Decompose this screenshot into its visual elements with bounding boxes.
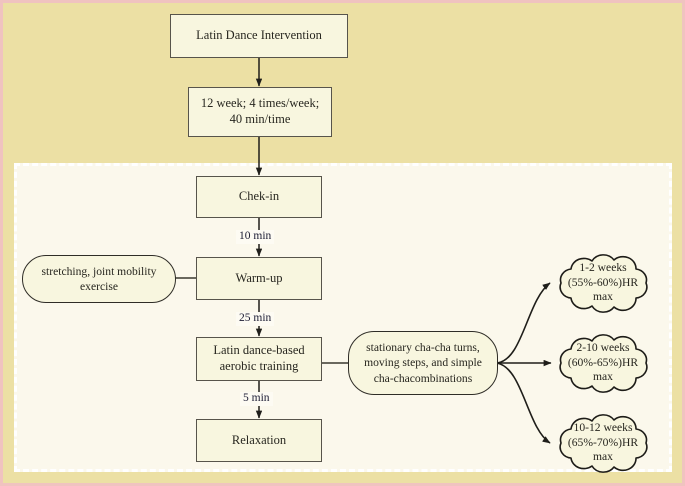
node-warm-up[interactable]: Warm-up: [196, 257, 322, 300]
node-label-line1: stretching, joint mobility: [41, 264, 157, 278]
edge-content-to-cloud-1: [496, 282, 551, 364]
node-latin-dance-intervention[interactable]: Latin Dance Intervention: [170, 14, 348, 58]
node-label-line2: exercise: [80, 280, 118, 293]
node-label-line2: moving steps, and simple: [364, 356, 482, 370]
cloud-intensity-week-1-2[interactable]: 1-2 weeks (55%-60%)HR max: [551, 251, 655, 315]
node-label-line1: 12 week; 4 times/week;: [200, 96, 320, 111]
node-label: Chek-in: [238, 189, 280, 204]
cloud-shape: [559, 334, 648, 393]
node-label-line2: aerobic training: [219, 359, 299, 373]
node-label-line1: stationary cha-cha turns,: [366, 341, 480, 355]
node-label: Warm-up: [235, 270, 283, 285]
node-label: Relaxation: [231, 432, 287, 447]
node-check-in[interactable]: Chek-in: [196, 176, 322, 218]
node-stretching-joint-mobility[interactable]: stretching, joint mobility exercise: [22, 255, 176, 303]
node-session-content[interactable]: stationary cha-cha turns, moving steps, …: [348, 331, 498, 395]
edge-label-text: 10 min: [239, 230, 272, 242]
node-label: Latin Dance Intervention: [196, 28, 322, 43]
cloud-intensity-week-10-12[interactable]: 10-12 weeks (65%-70%)HR max: [551, 411, 655, 475]
node-aerobic-training[interactable]: Latin dance-based aerobic training: [196, 337, 322, 381]
edge-label-5-min: 5 min: [240, 392, 273, 406]
node-label-line2: 40 min/time: [229, 112, 291, 126]
edge-label-25-min: 25 min: [236, 312, 275, 326]
edge-content-to-cloud-3: [496, 362, 551, 444]
node-label-line1: Latin dance-based: [213, 343, 305, 358]
cloud-shape: [559, 254, 648, 313]
edge-label-text: 25 min: [239, 312, 272, 324]
node-relaxation[interactable]: Relaxation: [196, 419, 322, 462]
node-label-line3: cha-chacombinations: [373, 371, 473, 385]
cloud-shape: [559, 414, 648, 473]
edge-label-text: 5 min: [243, 392, 270, 404]
cloud-intensity-week-2-10[interactable]: 2-10 weeks (60%-65%)HR max: [551, 331, 655, 395]
session-structure-panel: [14, 163, 672, 472]
node-dosage[interactable]: 12 week; 4 times/week; 40 min/time: [188, 87, 332, 137]
edge-label-10-min: 10 min: [236, 230, 275, 244]
